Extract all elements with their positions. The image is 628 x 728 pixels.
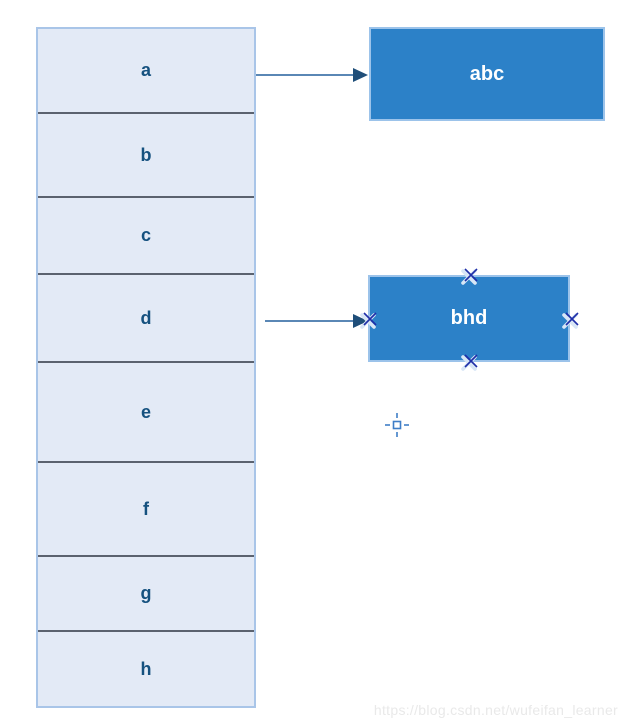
cell-label-g: g — [140, 583, 152, 604]
cell-label-b: b — [140, 144, 152, 165]
shape-bhd-label: bhd — [450, 307, 488, 329]
shape-abc[interactable]: abc — [369, 27, 605, 121]
list-cell-h[interactable]: h — [38, 630, 254, 706]
list-cell-e[interactable]: e — [38, 361, 254, 461]
list-cell-b[interactable]: b — [38, 111, 254, 196]
list-cell-d[interactable]: d — [38, 272, 254, 362]
connection-point-bottom-icon[interactable] — [461, 354, 478, 371]
cell-label-d: d — [140, 307, 152, 328]
crosshair-icon — [385, 413, 409, 437]
list-cell-a[interactable]: a — [38, 29, 254, 112]
arrow-d-to-bhd[interactable] — [265, 314, 368, 328]
connection-point-top-icon[interactable] — [461, 268, 478, 285]
list-cell-f[interactable]: f — [38, 460, 254, 555]
list-cell-c[interactable]: c — [38, 195, 254, 273]
shape-abc-label: abc — [469, 62, 505, 85]
watermark: https://blog.csdn.net/wufeifan_learner — [373, 702, 618, 718]
cell-label-f: f — [143, 498, 149, 519]
connection-point-right-icon[interactable] — [562, 312, 579, 329]
cell-label-e: e — [140, 401, 151, 422]
cell-label-a: a — [140, 60, 151, 81]
cell-label-h: h — [140, 658, 152, 679]
connection-point-left-icon[interactable] — [360, 312, 377, 329]
stacked-list: a b c d e f g h — [36, 27, 256, 708]
arrow-a-to-abc[interactable] — [256, 68, 368, 82]
cell-label-c: c — [140, 225, 151, 246]
shape-bhd[interactable]: bhd — [368, 275, 570, 362]
list-cell-g[interactable]: g — [38, 554, 254, 630]
